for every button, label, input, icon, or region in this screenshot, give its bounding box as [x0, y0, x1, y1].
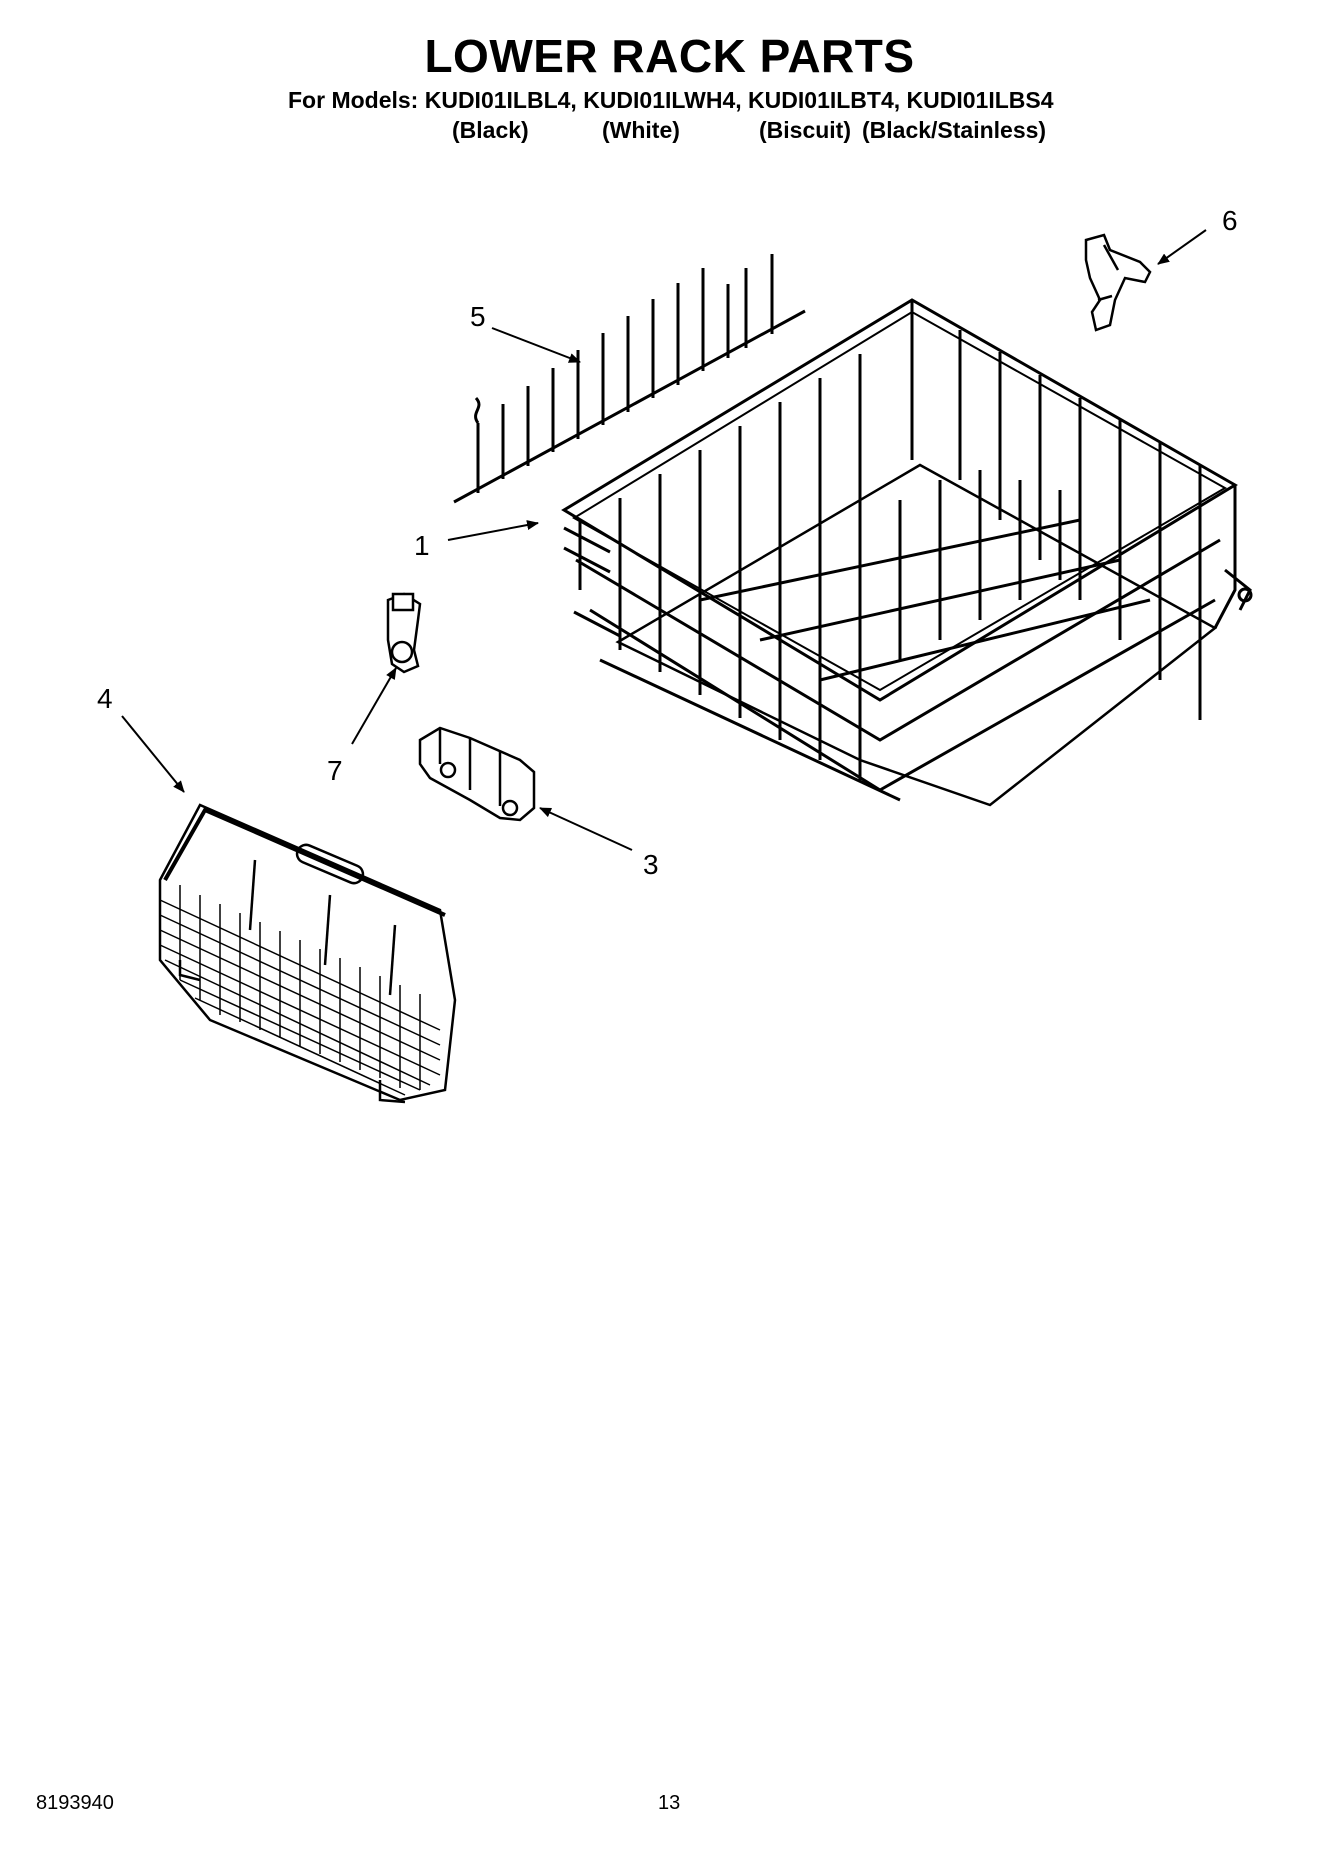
callout-7: 7	[327, 755, 343, 786]
doc-number: 8193940	[36, 1792, 114, 1814]
models-line: For Models: KUDI01ILBL4, KUDI01ILWH4, KU…	[288, 87, 1054, 113]
roller-clip-part	[386, 592, 422, 674]
color-label-black-stainless: (Black/Stainless)	[862, 117, 1047, 143]
leader-4	[121, 715, 185, 793]
color-label-white: (White)	[602, 117, 680, 143]
leader-lines	[121, 229, 1207, 851]
callout-4: 4	[97, 683, 113, 714]
tine-row-part	[453, 254, 806, 504]
callout-5: 5	[470, 301, 486, 332]
leader-5	[491, 327, 581, 363]
leader-3	[539, 807, 633, 851]
leader-1	[447, 520, 539, 541]
silverware-basket-part	[158, 803, 457, 1104]
lower-dishrack-part	[561, 298, 1253, 807]
rack-clip-part	[1084, 233, 1152, 332]
leader-7	[351, 667, 397, 745]
callout-3: 3	[643, 849, 659, 880]
callout-1: 1	[414, 530, 430, 561]
page-number: 13	[658, 1792, 681, 1814]
page-title: LOWER RACK PARTS	[424, 30, 915, 82]
leader-6	[1157, 229, 1207, 265]
color-label-black: (Black)	[452, 117, 529, 143]
color-label-biscuit: (Biscuit)	[759, 117, 851, 143]
callout-6: 6	[1222, 205, 1238, 236]
rack-bumper-part	[418, 726, 536, 822]
